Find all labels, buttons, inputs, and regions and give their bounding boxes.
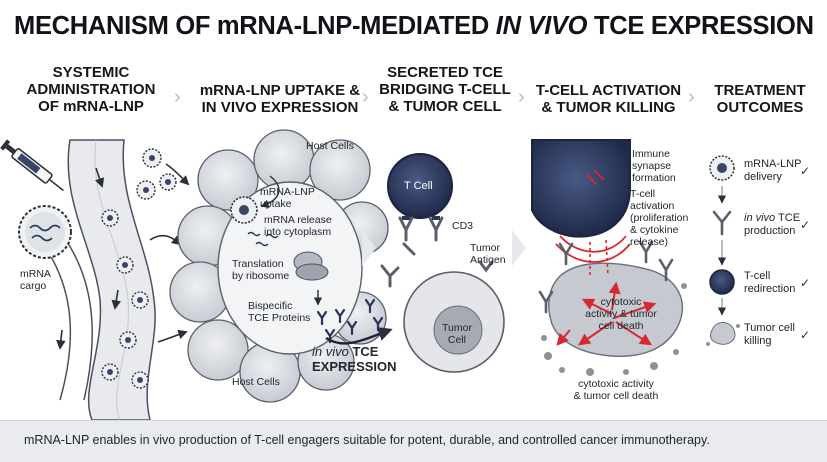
host-cells-bottom-label: Host Cells [232,376,280,388]
check-icon: ✓ [800,276,811,290]
check-icon: ✓ [800,164,811,178]
check-icon: ✓ [800,218,811,232]
chevron-right-icon: › [362,86,369,108]
cd3-label: CD3 [452,220,474,232]
tce-bridge-icon [380,216,494,288]
ribosome-icon [293,251,329,281]
tumor-nucleus [433,305,483,355]
t-cell [387,153,453,219]
footer-banner: mRNA-LNP enables in vivo production of T… [0,420,827,462]
page-title: MECHANISM OF mRNA-LNP-MEDIATED IN VIVO T… [14,12,814,40]
cell-debris [541,283,687,376]
t-cell-label: T Cell [404,180,433,192]
chevron-right-icon: › [688,86,695,108]
host-cell-cluster [169,129,389,403]
check-icon: ✓ [800,328,811,342]
lnp-icon [709,155,735,181]
dying-tumor-cell [548,262,683,357]
tcell-icon [709,269,735,295]
dead-cell-icon [706,322,740,346]
antibody-icon [712,210,732,236]
large-chevron [362,230,526,266]
activated-t-cell [531,139,631,238]
lnp-particle-icon [18,205,72,259]
lnp-entering-icon [230,196,258,224]
in-vivo-expression-label: in vivo TCE EXPRESSION [312,344,397,374]
column-header-activation: T-CELL ACTIVATION& TUMOR KILLING [535,82,682,116]
column-header-uptake: mRNA-LNP UPTAKE &IN VIVO EXPRESSION [199,82,361,116]
host-cells-top-label: Host Cells [306,140,354,152]
mrna-strands [247,231,279,247]
cytotoxic-outer-label: cytotoxic activity& tumor cell death [573,378,659,402]
chevron-right-icon: › [174,86,181,108]
footer-summary: mRNA-LNP enables in vivo production of T… [24,433,710,447]
syringe-icon [0,139,64,192]
chevron-right-icon: › [518,86,525,108]
